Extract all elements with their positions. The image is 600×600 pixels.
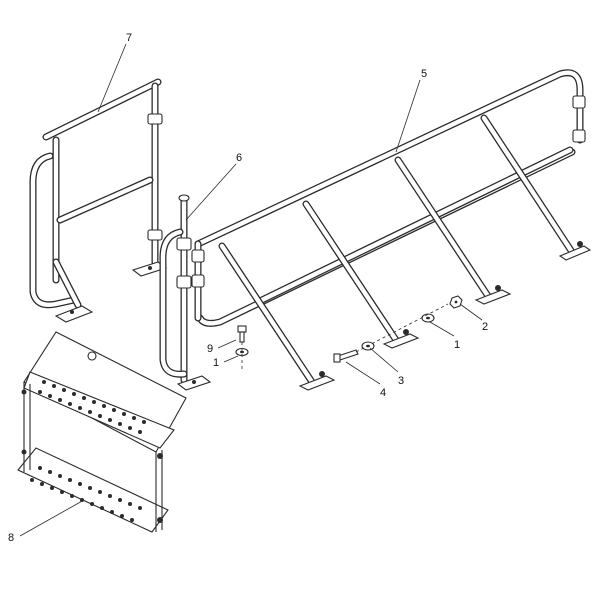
callout-2: 2 <box>482 321 488 333</box>
part-2-nut <box>449 295 463 309</box>
hardware-fasteners <box>235 295 463 372</box>
callout-4: 4 <box>380 387 386 399</box>
callout-5: 5 <box>421 68 427 80</box>
callout-9: 9 <box>207 343 213 355</box>
leader-lines <box>19 43 483 537</box>
part-1-washer <box>421 313 435 323</box>
callout-6: 6 <box>236 152 242 164</box>
part-5-long-handrail <box>191 69 592 391</box>
callout-8: 8 <box>8 532 14 544</box>
part-4-bolt <box>333 349 359 363</box>
part-9-bolt <box>235 325 249 357</box>
callout-1-washer: 1 <box>454 339 460 351</box>
callout-1-bolt-washer: 1 <box>213 357 219 369</box>
callout-7: 7 <box>126 32 132 44</box>
callout-labels: 7 6 5 2 1 3 4 9 1 8 <box>8 32 488 544</box>
part-7-side-handrail <box>29 78 168 323</box>
callout-3: 3 <box>398 375 404 387</box>
part-6-gate-post <box>159 194 212 391</box>
part-8-step-ladder <box>17 331 187 533</box>
